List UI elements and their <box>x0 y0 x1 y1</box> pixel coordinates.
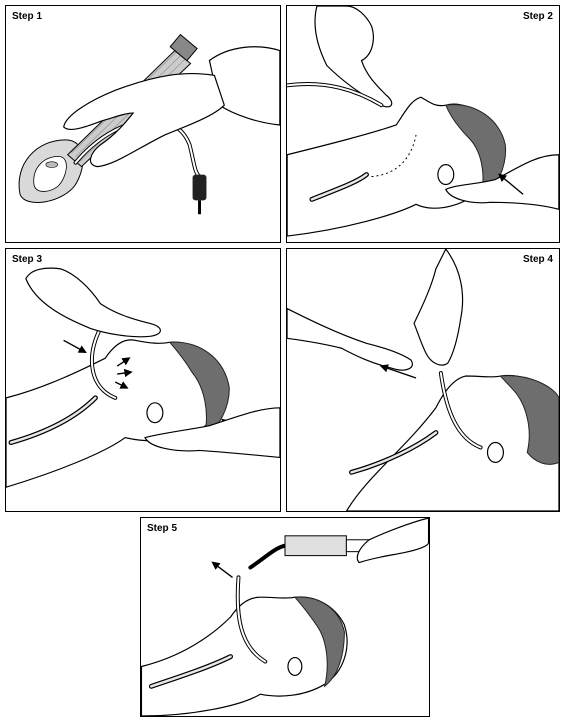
gloved-hand-right <box>414 249 463 365</box>
pilot-balloon <box>193 175 207 201</box>
step-3-illustration <box>6 249 280 511</box>
gloved-hand-upper <box>26 268 160 337</box>
panel-step-5: Step 5 <box>140 517 430 717</box>
panel-step-1: Step 1 <box>5 5 281 243</box>
step-3-label: Step 3 <box>12 254 42 265</box>
step-1-illustration <box>6 6 280 242</box>
patient-ear <box>147 403 163 423</box>
sleeve <box>209 47 279 125</box>
step-5-illustration <box>141 518 429 716</box>
panel-step-4: Step 4 <box>286 248 560 512</box>
step-1-label: Step 1 <box>12 11 42 22</box>
patient-ear <box>288 658 302 676</box>
step-4-label: Step 4 <box>523 254 553 265</box>
step-2-label: Step 2 <box>523 11 553 22</box>
gloved-hand-left <box>287 309 412 371</box>
step-2-illustration <box>287 6 559 242</box>
gloved-hand <box>357 518 428 563</box>
panel-step-2: Step 2 <box>286 5 560 243</box>
patient-ear <box>488 443 504 463</box>
step-4-illustration <box>287 249 559 511</box>
patient-ear <box>438 165 454 185</box>
syringe <box>285 536 346 556</box>
step-5-label: Step 5 <box>147 523 177 534</box>
panel-step-3: Step 3 <box>5 248 281 512</box>
